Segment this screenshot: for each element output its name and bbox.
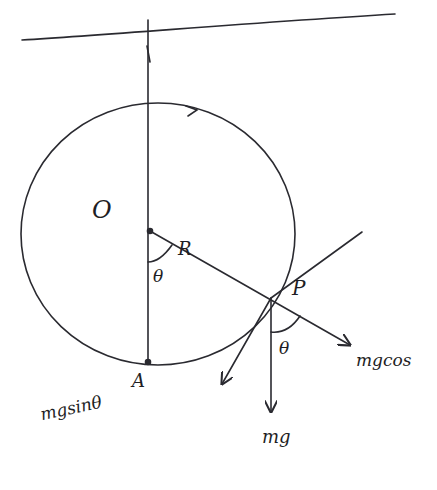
vertical-line (147, 20, 149, 362)
point-label: A (132, 372, 145, 390)
angle-arc (271, 316, 300, 332)
radial-force-arrow (150, 231, 350, 345)
force-label: mgcos (356, 352, 411, 369)
angle-arc (148, 245, 172, 262)
weight-arrow (270, 298, 272, 412)
force-label: mgsinθ (39, 394, 104, 424)
tangent-line (271, 232, 362, 298)
tangential-force-arrow (222, 298, 271, 384)
angle-label: θ (279, 340, 289, 357)
angle-label: θ (153, 268, 163, 285)
force-label: mg (262, 428, 291, 446)
rotation-arrow (186, 106, 197, 116)
radius-label: R (178, 240, 192, 258)
point-label: O (92, 198, 112, 222)
point-label: P (292, 278, 305, 298)
ring-outline (21, 103, 295, 365)
ceiling-line (22, 14, 395, 40)
point-a-dot (146, 360, 151, 365)
